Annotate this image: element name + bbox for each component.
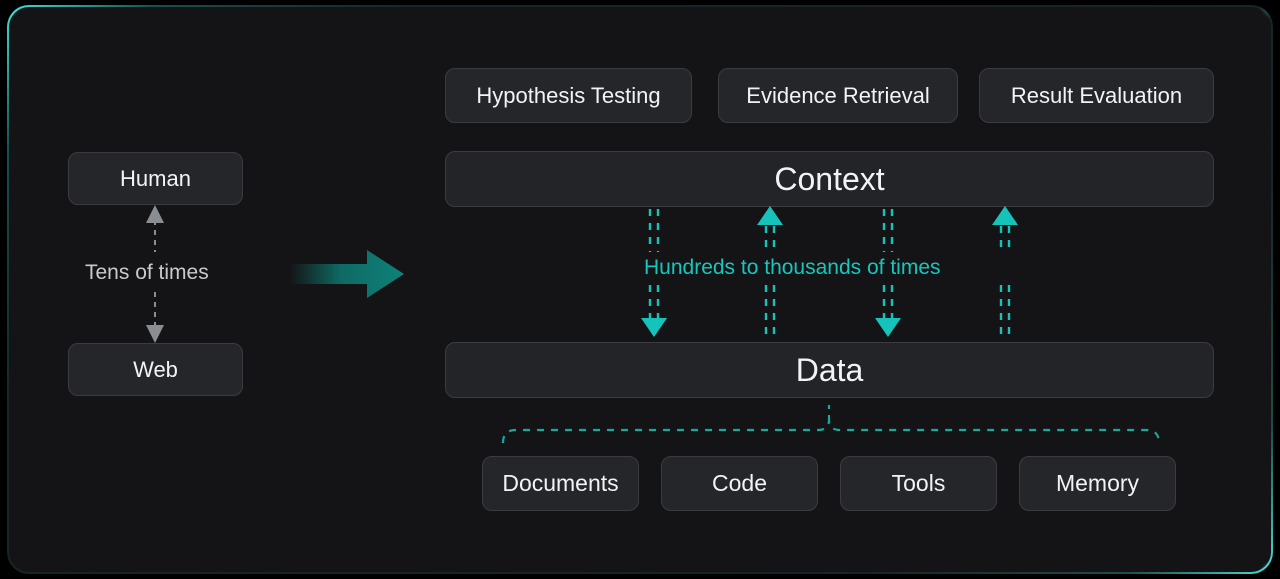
node-code-label: Code: [712, 470, 767, 496]
node-memory-label: Memory: [1055, 470, 1140, 496]
node-hypothesis-testing[interactable]: Hypothesis Testing: [445, 68, 692, 123]
node-memory[interactable]: Memory: [1019, 456, 1176, 511]
node-evidence-retrieval[interactable]: Evidence Retrieval: [718, 68, 958, 123]
node-context-label: Context: [774, 161, 885, 197]
node-result-evaluation[interactable]: Result Evaluation: [979, 68, 1214, 123]
node-tools[interactable]: Tools: [840, 456, 997, 511]
node-web-label: Web: [133, 356, 178, 382]
hundreds-to-thousands-label: Hundreds to thousands of times: [644, 256, 941, 279]
node-human-label: Human: [120, 165, 191, 191]
tens-of-times-label: Tens of times: [85, 261, 209, 284]
node-documents[interactable]: Documents: [482, 456, 639, 511]
node-hypothesis-testing-label: Hypothesis Testing: [476, 82, 661, 108]
node-human[interactable]: Human: [68, 152, 243, 205]
node-evidence-retrieval-label: Evidence Retrieval: [746, 82, 930, 108]
node-web[interactable]: Web: [68, 343, 243, 396]
node-tools-label: Tools: [891, 470, 946, 496]
node-documents-label: Documents: [502, 470, 619, 496]
node-context[interactable]: Context: [445, 151, 1214, 207]
node-data-label: Data: [795, 352, 864, 388]
node-result-evaluation-label: Result Evaluation: [1010, 82, 1183, 108]
node-data[interactable]: Data: [445, 342, 1214, 398]
node-code[interactable]: Code: [661, 456, 818, 511]
